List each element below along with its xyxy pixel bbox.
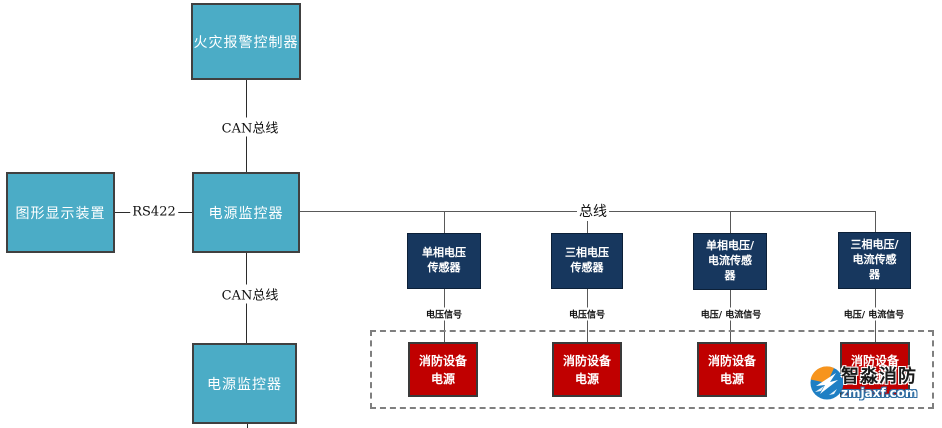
watermark: 智淼消防 zmjaxf.com	[809, 365, 917, 401]
label-main-bus: 总线	[577, 201, 609, 221]
bus-drop-sensor-2	[587, 211, 588, 233]
node-power-monitor-mid: 电源监控器	[192, 172, 300, 253]
label-voltage-signal-2: 电压信号	[566, 307, 608, 321]
node-single-phase-voltage-current-sensor: 单相电压/ 电流传感 器	[693, 233, 767, 290]
node-fire-equipment-power-2: 消防设备 电源	[552, 342, 622, 397]
node-three-phase-voltage-sensor: 三相电压 传感器	[551, 233, 623, 289]
power-supply-group-frame	[370, 330, 934, 409]
bus-drop-sensor-1	[444, 211, 445, 233]
label-can-bus-bottom: CAN总线	[219, 284, 281, 304]
node-three-phase-voltage-current-sensor: 三相电压/ 电流传感 器	[838, 232, 911, 289]
watermark-domain-text: zmjaxf.com	[841, 385, 918, 400]
node-graphic-display: 图形显示装置	[6, 172, 115, 253]
bus-drop-sensor-4	[875, 211, 876, 233]
label-rs422: RS422	[130, 204, 178, 220]
watermark-brand-text: 智淼消防	[841, 365, 917, 387]
node-fire-equipment-power-1: 消防设备 电源	[408, 342, 478, 397]
node-fire-equipment-power-4: 消防设备 电源	[840, 342, 910, 397]
node-single-phase-voltage-sensor: 单相电压 传感器	[407, 233, 481, 289]
label-can-bus-top: CAN总线	[219, 117, 281, 137]
brand-logo-icon	[810, 366, 844, 400]
node-fire-alarm-controller: 火灾报警控制器	[191, 3, 301, 80]
connector-stub-bottom	[247, 424, 248, 428]
label-voltage-current-signal-4: 电压/ 电流信号	[841, 307, 907, 321]
label-voltage-current-signal-3: 电压/ 电流信号	[698, 307, 764, 321]
bus-drop-sensor-3	[730, 211, 731, 233]
node-power-monitor-bottom: 电源监控器	[192, 343, 297, 424]
label-voltage-signal-1: 电压信号	[423, 307, 465, 321]
node-fire-equipment-power-3: 消防设备 电源	[697, 342, 767, 397]
